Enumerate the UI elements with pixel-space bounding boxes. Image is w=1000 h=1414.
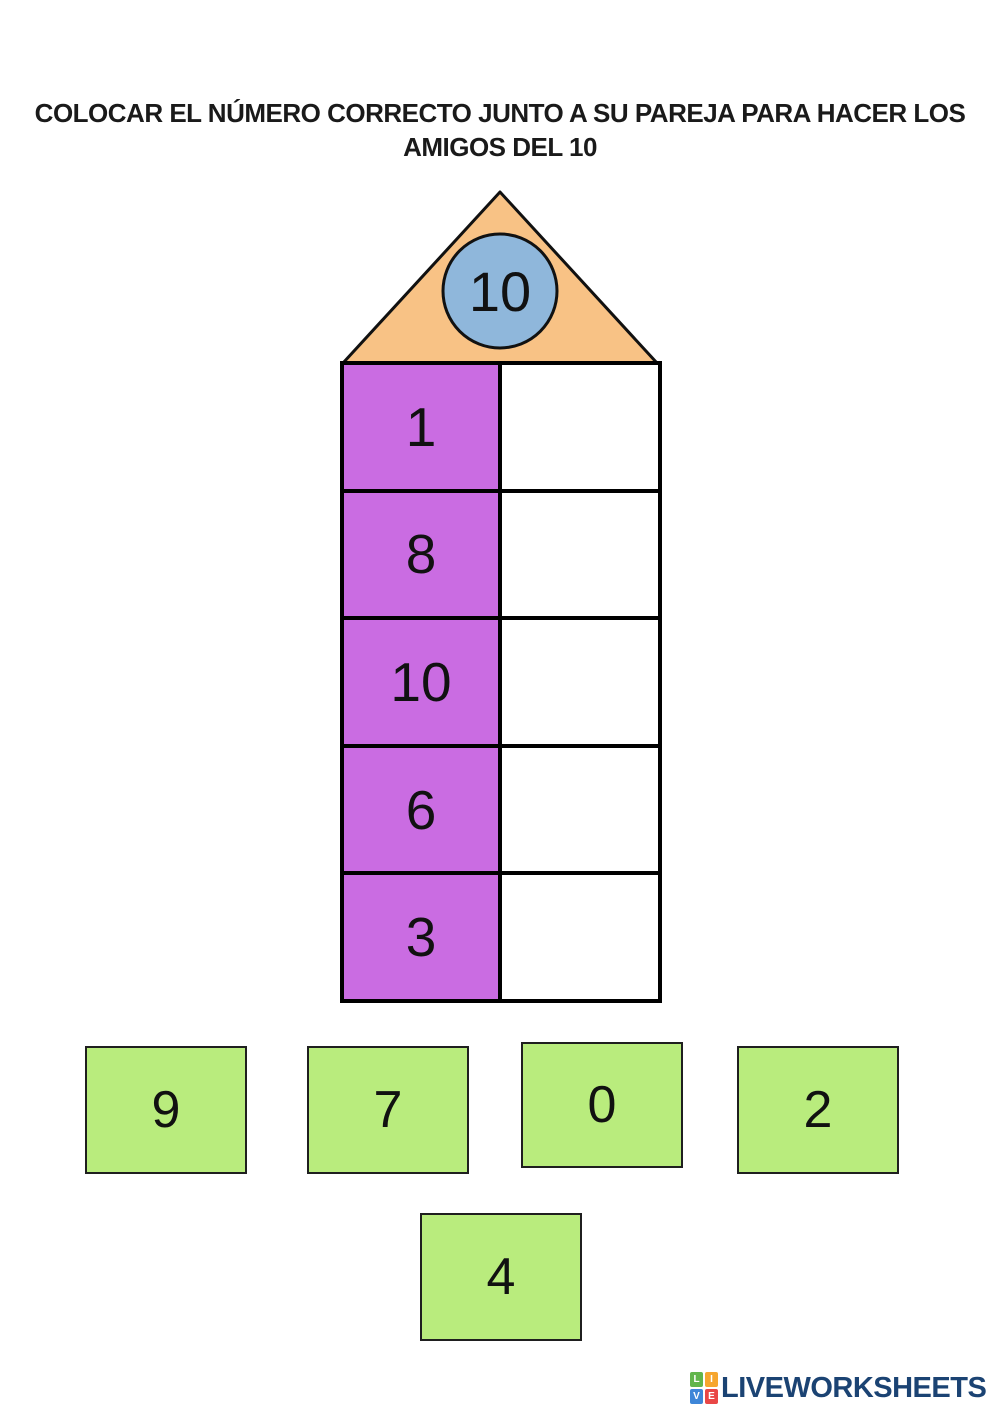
answer-cell-row-5[interactable] — [502, 875, 658, 999]
logo-square-v: V — [690, 1389, 703, 1404]
brand-name: LIVEWORKSHEETS — [721, 1372, 987, 1404]
given-cell-row-1: 1 — [344, 365, 498, 489]
logo-square-e: E — [705, 1389, 718, 1404]
given-cell-row-3: 10 — [344, 620, 498, 744]
target-number-circle — [441, 232, 559, 350]
target-number-label: 10 — [469, 260, 531, 323]
number-tile-2[interactable]: 2 — [737, 1046, 899, 1174]
house-roof: 10 — [341, 190, 659, 365]
given-cell-row-2: 8 — [344, 492, 498, 617]
answer-cell-row-2[interactable] — [502, 492, 658, 617]
logo-square-i: I — [705, 1372, 718, 1387]
number-tile-9[interactable]: 9 — [85, 1046, 247, 1174]
answer-cell-row-1[interactable] — [502, 365, 658, 489]
number-tile-4[interactable]: 4 — [420, 1213, 582, 1341]
liveworksheets-grid-icon: L I V E — [690, 1372, 718, 1404]
number-tile-7[interactable]: 7 — [307, 1046, 469, 1174]
given-cell-row-4: 6 — [344, 747, 498, 872]
pairs-table: 1 8 10 6 3 — [340, 361, 662, 1003]
answer-cell-row-4[interactable] — [502, 747, 658, 872]
number-tile-0[interactable]: 0 — [521, 1042, 683, 1168]
page-title: COLOCAR EL NÚMERO CORRECTO JUNTO A SU PA… — [0, 96, 1000, 164]
given-cell-row-5: 3 — [344, 875, 498, 999]
logo-square-l: L — [690, 1372, 703, 1387]
page-title-line-1: COLOCAR EL NÚMERO CORRECTO JUNTO A SU PA… — [34, 98, 966, 128]
page-title-line-2: AMIGOS DEL 10 — [403, 132, 597, 162]
answer-cell-row-3[interactable] — [502, 620, 658, 744]
liveworksheets-logo: L I V E LIVEWORKSHEETS — [690, 1372, 987, 1404]
